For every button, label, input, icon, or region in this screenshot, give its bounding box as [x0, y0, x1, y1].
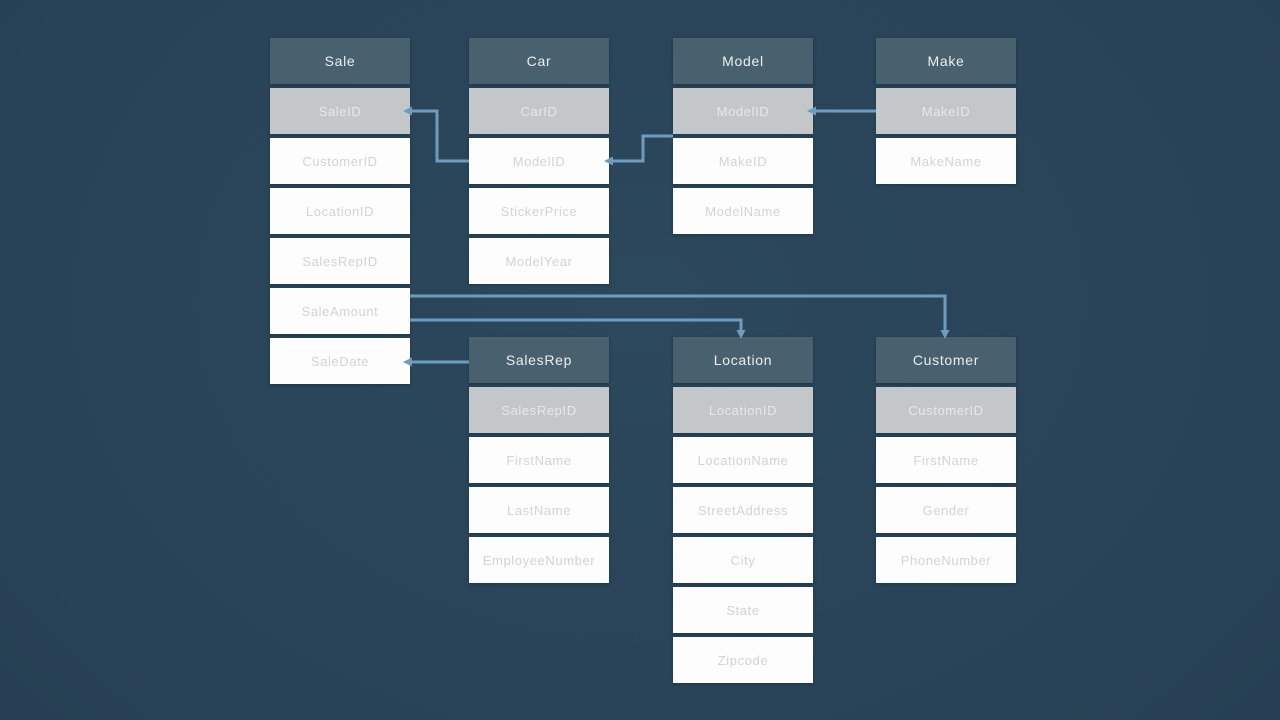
sale-field-saledate: SaleDate	[270, 338, 410, 384]
salesrep-field-lastname: LastName	[469, 487, 609, 533]
connector-sale-saleamount-customer	[410, 294, 947, 334]
sale-field-saleamount: SaleAmount	[270, 288, 410, 334]
customer-field-phonenumber: PhoneNumber	[876, 537, 1016, 583]
make-field-makename: MakeName	[876, 138, 1016, 184]
table-title-location: Location	[673, 337, 813, 383]
connector-sale-saleamount-location	[410, 318, 743, 334]
car-field-stickerprice: StickerPrice	[469, 188, 609, 234]
car-field-modelyear: ModelYear	[469, 238, 609, 284]
sale-field-saleid: SaleID	[270, 88, 410, 134]
location-field-streetaddress: StreetAddress	[673, 487, 813, 533]
table-title-customer: Customer	[876, 337, 1016, 383]
location-field-locationid: LocationID	[673, 387, 813, 433]
sale-field-salesrepid: SalesRepID	[270, 238, 410, 284]
sale-field-locationid: LocationID	[270, 188, 410, 234]
connector-car-modelid-model-modelid	[609, 134, 673, 163]
location-field-state: State	[673, 587, 813, 633]
location-field-zipcode: Zipcode	[673, 637, 813, 683]
table-title-salesrep: SalesRep	[469, 337, 609, 383]
table-title-make: Make	[876, 38, 1016, 84]
table-title-sale: Sale	[270, 38, 410, 84]
customer-field-firstname: FirstName	[876, 437, 1016, 483]
table-title-model: Model	[673, 38, 813, 84]
car-field-carid: CarID	[469, 88, 609, 134]
model-field-modelid: ModelID	[673, 88, 813, 134]
table-title-car: Car	[469, 38, 609, 84]
location-field-city: City	[673, 537, 813, 583]
make-field-makeid: MakeID	[876, 88, 1016, 134]
salesrep-field-employeenumber: EmployeeNumber	[469, 537, 609, 583]
customer-field-gender: Gender	[876, 487, 1016, 533]
connector-sale-saleid-car-modelid	[408, 109, 469, 163]
model-field-makeid: MakeID	[673, 138, 813, 184]
car-field-modelid: ModelID	[469, 138, 609, 184]
salesrep-field-firstname: FirstName	[469, 437, 609, 483]
location-field-locationname: LocationName	[673, 437, 813, 483]
salesrep-field-salesrepid: SalesRepID	[469, 387, 609, 433]
sale-field-customerid: CustomerID	[270, 138, 410, 184]
customer-field-customerid: CustomerID	[876, 387, 1016, 433]
model-field-modelname: ModelName	[673, 188, 813, 234]
